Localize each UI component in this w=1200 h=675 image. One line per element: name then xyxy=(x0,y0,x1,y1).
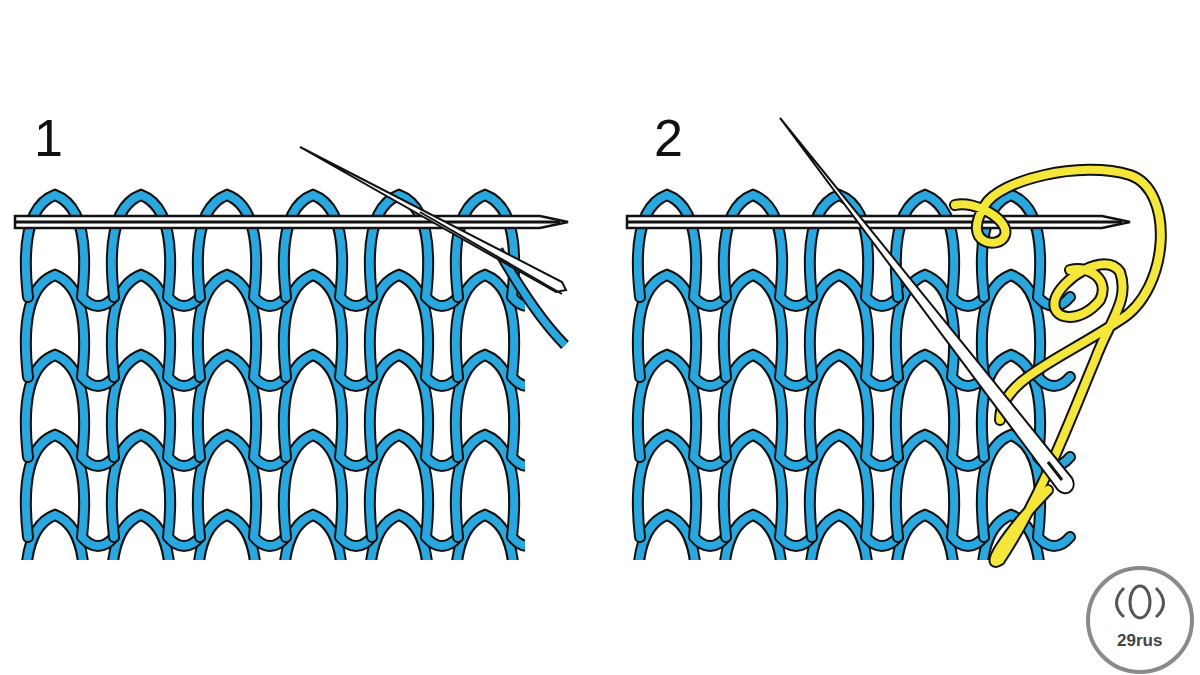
stitch xyxy=(724,435,812,546)
stitch xyxy=(198,355,286,466)
stitch xyxy=(26,355,114,466)
stitch xyxy=(370,435,458,546)
watermark-text: 29rus xyxy=(1117,632,1162,649)
stitch xyxy=(370,275,458,386)
stitch xyxy=(26,355,114,466)
stitch xyxy=(638,195,726,306)
stitch xyxy=(112,275,200,386)
stitch xyxy=(112,195,200,306)
stitch xyxy=(284,355,372,466)
stitch xyxy=(638,275,726,386)
stitch xyxy=(896,435,984,546)
stitch xyxy=(198,195,286,306)
stitch xyxy=(724,515,812,560)
knitted-fabric xyxy=(26,195,525,560)
stitch xyxy=(638,435,726,546)
stitch xyxy=(724,515,812,560)
stitch xyxy=(810,515,898,560)
stitch xyxy=(198,275,286,386)
stitch xyxy=(724,275,812,386)
stitch xyxy=(810,515,898,560)
stitch xyxy=(896,435,984,546)
stitch xyxy=(638,515,726,560)
stitch xyxy=(112,195,200,306)
stitch xyxy=(810,435,898,546)
stitch xyxy=(810,275,898,386)
stitch xyxy=(112,435,200,546)
stitch xyxy=(638,435,726,546)
knitted-fabric xyxy=(638,195,1070,560)
stitch xyxy=(112,435,200,546)
stitch xyxy=(810,275,898,386)
stitch xyxy=(26,275,114,386)
stitch xyxy=(896,515,984,560)
stitch xyxy=(370,355,458,466)
stitch xyxy=(198,275,286,386)
stitch xyxy=(370,515,458,560)
stitch xyxy=(112,355,200,466)
stitch xyxy=(26,435,114,546)
stitch xyxy=(724,195,812,306)
stitch xyxy=(26,275,114,386)
stitch xyxy=(724,195,812,306)
stitch xyxy=(198,515,286,560)
stitch xyxy=(370,515,458,560)
stitch xyxy=(26,195,114,306)
stitch xyxy=(198,355,286,466)
stitch xyxy=(284,515,372,560)
stitch xyxy=(112,515,200,560)
stitch xyxy=(638,355,726,466)
stitch xyxy=(370,435,458,546)
stitch xyxy=(112,275,200,386)
stitch xyxy=(810,355,898,466)
stitch xyxy=(284,275,372,386)
stitch xyxy=(284,275,372,386)
stitch xyxy=(198,515,286,560)
stitch xyxy=(198,195,286,306)
stitch xyxy=(724,435,812,546)
stitch xyxy=(370,275,458,386)
stitch xyxy=(638,515,726,560)
stitch xyxy=(26,515,114,560)
stitch xyxy=(112,515,200,560)
stitch xyxy=(370,355,458,466)
yellow-yarn xyxy=(955,170,1161,562)
knitting-needle xyxy=(15,216,568,228)
stitch xyxy=(284,435,372,546)
stitch xyxy=(638,355,726,466)
stitch xyxy=(284,355,372,466)
stitch xyxy=(896,515,984,560)
stitch xyxy=(26,435,114,546)
knitting-needle xyxy=(627,216,1130,228)
stitch xyxy=(810,435,898,546)
stitch xyxy=(284,195,372,306)
step-number: 2 xyxy=(654,112,683,164)
stitch xyxy=(284,195,372,306)
stitch xyxy=(724,275,812,386)
watermark-logo xyxy=(1088,568,1192,672)
stitch xyxy=(198,435,286,546)
stitch xyxy=(112,355,200,466)
stitch xyxy=(26,195,114,306)
stitch xyxy=(638,275,726,386)
stitch xyxy=(810,355,898,466)
stitch xyxy=(638,195,726,306)
step-number: 1 xyxy=(34,112,63,164)
stitch xyxy=(284,435,372,546)
stitch xyxy=(198,435,286,546)
stitch xyxy=(284,515,372,560)
tapestry-needle xyxy=(300,147,566,294)
stitch xyxy=(724,355,812,466)
stitch xyxy=(26,515,114,560)
stitch xyxy=(724,355,812,466)
yellow-yarn xyxy=(955,170,1161,562)
tapestry-needle xyxy=(780,118,1074,493)
